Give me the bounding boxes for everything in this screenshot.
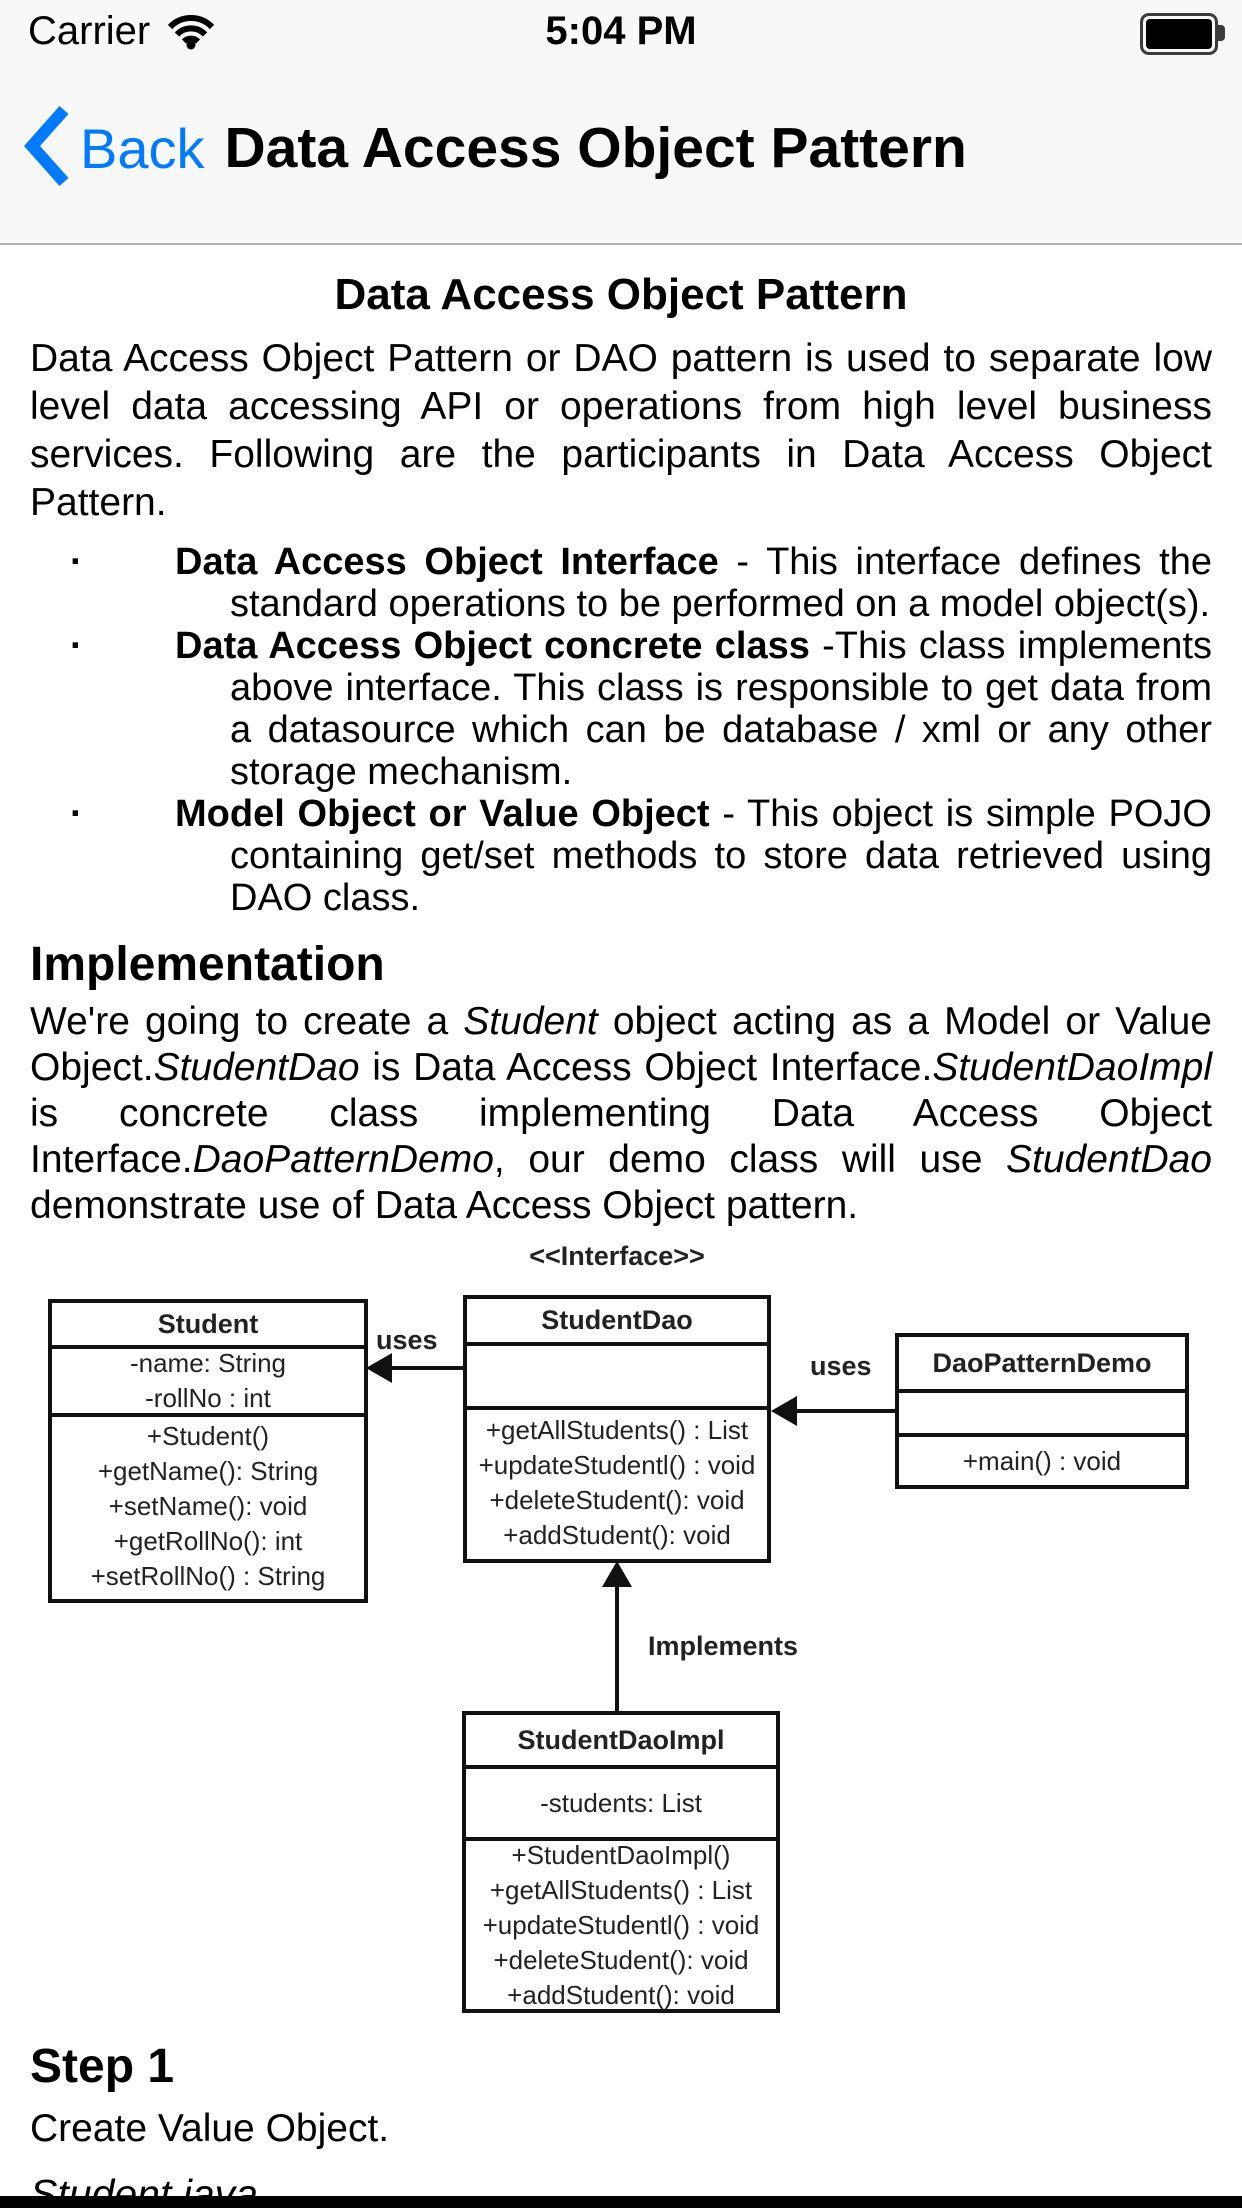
list-item: Model Object or Value Object - This obje…: [30, 793, 1212, 919]
article-title: Data Access Object Pattern: [334, 270, 908, 319]
uml-box-fields: -students: List: [466, 1769, 776, 1841]
arrowhead-left-icon: [771, 1396, 797, 1426]
uml-box-methods: +main() : void: [962, 1445, 1122, 1476]
header: Carrier 5:04 PM B: [0, 0, 1242, 245]
nav-title: Data Access Object Pattern: [224, 116, 967, 180]
uml-box-daopatterndemo: DaoPatternDemo +main() : void: [895, 1333, 1189, 1489]
arrowhead-up-icon: [602, 1561, 632, 1587]
battery-icon: [1140, 13, 1225, 55]
back-button-label: Back: [80, 116, 205, 180]
uses-label: uses: [376, 1325, 438, 1355]
uml-box-methods: +getAllStudents() : List+updateStudentl(…: [478, 1414, 756, 1550]
uml-box-student: Student -name: String-rollNo : int +Stud…: [48, 1299, 368, 1603]
uses-arrow-line: [390, 1366, 463, 1370]
implementation-paragraph: We're going to create a Student object a…: [30, 1000, 1212, 1227]
uml-box-fields: [467, 1346, 767, 1410]
back-button[interactable]: Back: [23, 104, 205, 193]
arrowhead-left-icon: [366, 1353, 392, 1383]
list-item: Data Access Object Interface - This inte…: [30, 541, 1212, 625]
wifi-icon: [166, 12, 216, 55]
uml-box-studentdaoimpl: StudentDaoImpl -students: List +StudentD…: [462, 1711, 780, 2013]
uml-box-fields: -name: String-rollNo : int: [52, 1348, 364, 1417]
uml-box-methods: +StudentDaoImpl()+getAllStudents() : Lis…: [482, 1839, 760, 2010]
interface-stereotype-label: <<Interface>>: [529, 1241, 705, 1271]
status-time: 5:04 PM: [545, 8, 697, 53]
uml-box-title: StudentDaoImpl: [466, 1715, 776, 1769]
status-bar: Carrier 5:04 PM: [0, 0, 1242, 62]
uml-box-title: StudentDao: [467, 1299, 767, 1346]
bottom-bar: [0, 2196, 1242, 2208]
uses-label: uses: [810, 1351, 872, 1381]
uml-box-fields: [899, 1393, 1185, 1437]
uml-box-methods: +Student()+getName(): String+setName(): …: [90, 1420, 326, 1591]
intro-paragraph: Data Access Object Pattern or DAO patter…: [30, 337, 1212, 524]
step1-text: Create Value Object.: [30, 2107, 390, 2150]
chevron-left-icon: [23, 104, 70, 193]
uml-box-title: Student: [52, 1303, 364, 1349]
nav-bar: Back Data Access Object Pattern: [0, 62, 1242, 234]
uml-diagram: <<Interface>> Student -name: String-roll…: [30, 1241, 1212, 2021]
uses-arrow-line: [795, 1409, 895, 1413]
carrier-label: Carrier: [28, 8, 151, 53]
uml-box-title: DaoPatternDemo: [899, 1337, 1185, 1393]
list-item: Data Access Object concrete class -This …: [30, 625, 1212, 793]
implementation-heading: Implementation: [30, 938, 385, 991]
step1-heading: Step 1: [30, 2040, 175, 2093]
implements-arrow-line: [615, 1585, 619, 1711]
content-scroll-view[interactable]: Data Access Object Pattern Data Access O…: [0, 271, 1242, 2208]
participants-list: Data Access Object Interface - This inte…: [30, 541, 1212, 919]
implements-label: Implements: [648, 1631, 799, 1661]
uml-box-studentdao: StudentDao +getAllStudents() : List+upda…: [463, 1295, 771, 1563]
